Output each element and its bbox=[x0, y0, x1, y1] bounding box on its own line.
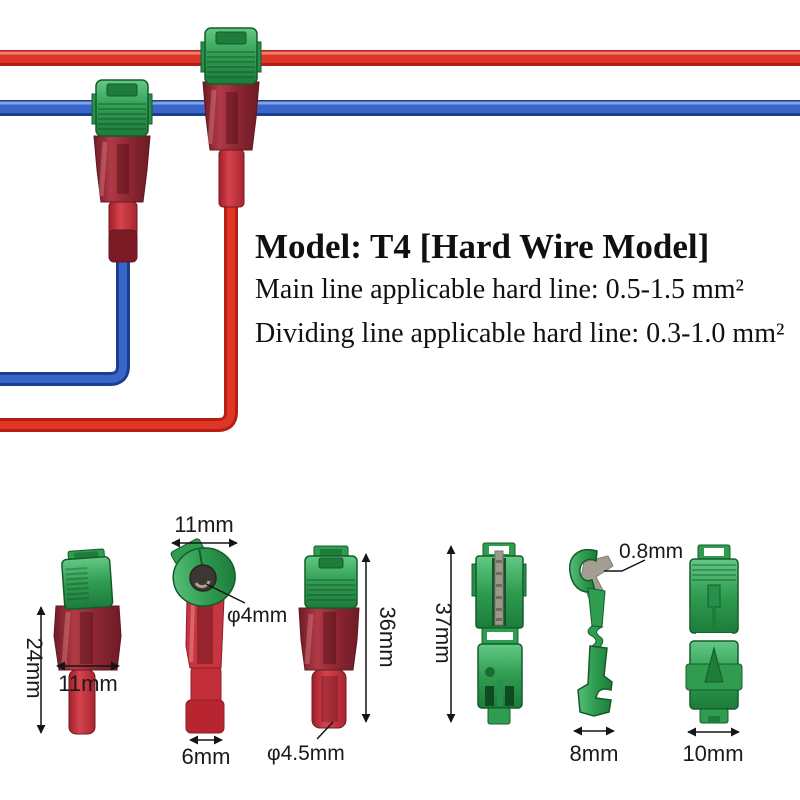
view-back: 10mm bbox=[682, 544, 744, 766]
main-line-spec: Main line applicable hard line: 0.5-1.5 … bbox=[255, 274, 744, 305]
view-top-hole: 11mm φ4mm 6mm bbox=[170, 512, 287, 769]
blue-tap-wire-run bbox=[0, 254, 130, 386]
dim-label-hole-diameter: φ4mm bbox=[227, 604, 287, 627]
dim-label-width: 11mm bbox=[174, 512, 234, 537]
dim-label-width: 8mm bbox=[570, 741, 619, 766]
view-profile: 0.8mm 8mm bbox=[569, 540, 683, 766]
model-title: Model: T4 [Hard Wire Model] bbox=[255, 227, 710, 266]
t-tap-connector-main-line bbox=[200, 27, 262, 208]
callout-line-tube bbox=[316, 721, 334, 740]
t-tap-connector-branch-line bbox=[91, 79, 153, 263]
dim-label-height: 24mm bbox=[22, 637, 47, 698]
red-tap-wire-run bbox=[0, 198, 238, 432]
view-side-open: 37mm bbox=[431, 542, 527, 725]
dim-label-width: 11mm bbox=[58, 671, 118, 696]
dim-label-tube-diameter: φ4.5mm bbox=[267, 742, 345, 765]
dim-label-height: 36mm bbox=[375, 606, 400, 667]
dim-label-tube-width: 6mm bbox=[182, 744, 231, 769]
dividing-line-spec: Dividing line applicable hard line: 0.3-… bbox=[255, 318, 785, 349]
callout-line-hole bbox=[205, 583, 246, 604]
wiring-illustration bbox=[0, 27, 800, 432]
callout-line-blade bbox=[604, 559, 646, 572]
dim-label-height: 37mm bbox=[431, 602, 456, 663]
dim-label-blade-thickness: 0.8mm bbox=[619, 540, 683, 563]
view-front-assembled: 24mm 11mm bbox=[22, 548, 122, 735]
dim-label-width: 10mm bbox=[682, 741, 743, 766]
main-red-wire bbox=[0, 50, 800, 66]
view-front-full: 36mm φ4.5mm bbox=[267, 545, 400, 765]
